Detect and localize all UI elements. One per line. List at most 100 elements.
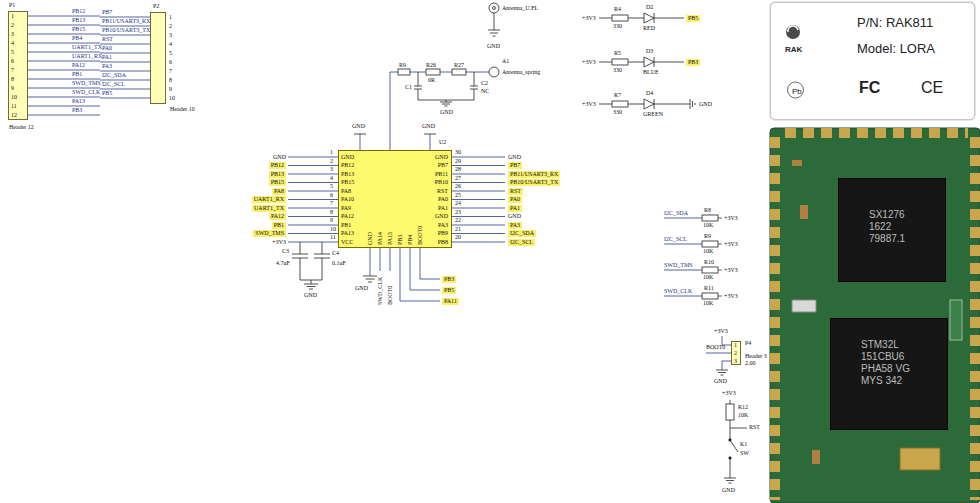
pin-name: PA10 [341, 196, 354, 203]
pin-number: 4 [330, 175, 333, 182]
net-flag: +3V3 [272, 239, 286, 246]
node-text: U2 [439, 139, 446, 146]
component-ref: C1 [405, 84, 412, 91]
pin-name: GND [341, 154, 354, 161]
pin-name: PB4 [407, 235, 414, 245]
pin-number: 12 [11, 112, 17, 119]
pin-name: PB15 [341, 179, 354, 186]
net-label: PB11/USART3_RX [102, 18, 150, 25]
power-label: +3V3 [582, 59, 596, 66]
power-label: +3V3 [724, 215, 738, 222]
pin-number: 27 [455, 175, 461, 182]
net-flag: PA1 [508, 205, 522, 212]
pin-number: 28 [455, 166, 461, 173]
pin-number: 3 [734, 358, 737, 365]
pin-number: 2 [169, 23, 172, 30]
pin-number: 21 [455, 226, 461, 233]
pin-number: 6 [330, 192, 333, 199]
ground-label: GND [352, 123, 365, 130]
ground-label: GND [699, 101, 712, 108]
node-text: FC [859, 79, 880, 97]
component-ref: C3 [282, 248, 289, 255]
net-label: UART1_RX [72, 53, 102, 60]
net-flag: PB13 [269, 171, 286, 178]
power-label: +3V3 [582, 101, 596, 108]
pin-number: 1 [169, 14, 172, 21]
led-color: BLUE [643, 69, 659, 76]
net-label: PB4 [72, 35, 82, 42]
pin-number: 30 [455, 149, 461, 156]
ground-label: GND [722, 487, 735, 494]
pin-name: PB8 [438, 239, 448, 246]
component-value: 0R [428, 77, 435, 84]
component-ref: D3 [646, 48, 653, 55]
component-value: 10K [703, 300, 713, 307]
pin-name: PA8 [341, 188, 351, 195]
pin-number: 10 [11, 94, 17, 101]
net-label: PB12 [72, 8, 85, 15]
component-ref: D2 [646, 4, 653, 11]
net-flag: GND [508, 213, 521, 220]
pin-number: 22 [455, 217, 461, 224]
net-flag: RST [508, 188, 523, 195]
pin-name: PB3 [397, 235, 404, 245]
ground-label: GND [304, 292, 317, 299]
pin-name: PA1 [438, 205, 448, 212]
net-flag: UART1_TX [252, 205, 286, 212]
led-color: RED [643, 25, 655, 32]
pin-number: 7 [169, 68, 172, 75]
net-flag: PA0 [508, 196, 522, 203]
node-text: Model: LORA [857, 41, 935, 56]
component-ref: R5 [614, 50, 621, 57]
net-label: BOOT0 [387, 286, 394, 305]
net-label: PB7 [102, 9, 112, 16]
pin-number: 3 [330, 166, 333, 173]
ground-label: GND [355, 285, 368, 292]
pin-number: 8 [330, 209, 333, 216]
net-label: BOOT0 [706, 344, 725, 351]
pin-name: PB9 [438, 230, 448, 237]
led-color: GREEN [643, 111, 663, 118]
part-name: Antenna_spring [502, 69, 540, 76]
ground-label: GND [440, 109, 453, 116]
pin-number: 25 [455, 192, 461, 199]
node-text: RAK [785, 45, 802, 54]
component-value: NC [481, 88, 489, 95]
net-label: I2C_SCL [664, 236, 687, 243]
pin-number: 24 [455, 200, 461, 207]
component-ref: R9 [399, 62, 406, 69]
component-ref: R26 [426, 62, 436, 69]
net-label: I2C_SCL [102, 81, 125, 88]
net-flag: UART1_RX [252, 196, 286, 203]
node-text: P1 [9, 2, 15, 9]
pin-number: 5 [11, 49, 14, 56]
node-text: P/N: RAK811 [857, 15, 933, 30]
net-label: RST [102, 36, 113, 43]
net-label: SWD_TMS [72, 80, 101, 87]
pin-number: 23 [455, 209, 461, 216]
node-text: CE [921, 79, 943, 97]
pin-number: 9 [169, 86, 172, 93]
node-text: P2 [153, 3, 159, 10]
pin-number: 7 [11, 67, 14, 74]
node-text: Header 12 [9, 124, 34, 131]
net-flag: GND [273, 154, 286, 161]
net-flag: PB10/USART3_TX [508, 179, 560, 186]
ground-label: GND [487, 43, 500, 50]
header-connector: P2Header 10 [150, 12, 166, 104]
component-ref: R8 [704, 207, 711, 214]
component-value: 0.1uF [332, 260, 346, 267]
radio-chip: SX1276 1622 79887.1 [838, 178, 946, 282]
power-label: +3V3 [582, 15, 596, 22]
component-ref: C2 [481, 80, 488, 87]
net-flag: PB15 [269, 179, 286, 186]
net-flag: PB3 [442, 276, 456, 283]
component-ref: D4 [646, 90, 653, 97]
net-label: PB5 [102, 90, 112, 97]
net-label: UART1_TX [72, 44, 102, 51]
node-text: Header 3 2.00 [745, 353, 771, 367]
pin-number: 11 [330, 234, 336, 241]
pin-name: PB11 [435, 171, 448, 178]
component-symbols [292, 3, 747, 483]
